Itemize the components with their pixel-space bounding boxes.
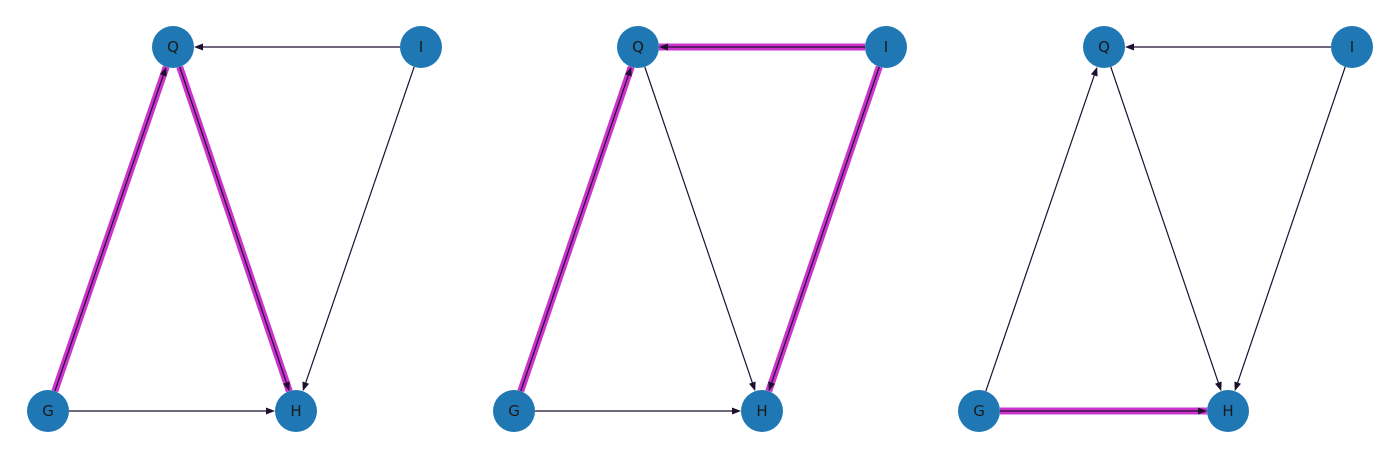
- edge-I-Q: [194, 43, 400, 51]
- node-label: I: [1350, 38, 1354, 56]
- arrowhead: [159, 66, 167, 77]
- arrowhead: [266, 407, 275, 415]
- arrowhead: [749, 381, 756, 392]
- arrowhead: [732, 407, 741, 415]
- arrowhead: [1090, 66, 1098, 77]
- arrowhead: [283, 381, 290, 392]
- node-H: H: [741, 390, 783, 432]
- node-H: H: [1207, 390, 1249, 432]
- node-label: Q: [167, 38, 179, 56]
- edge-line: [520, 74, 630, 392]
- graph-panel-3: Q I G H: [958, 26, 1373, 432]
- node-I: I: [400, 26, 442, 68]
- arrowhead: [1234, 381, 1241, 392]
- node-circle: [1083, 26, 1125, 68]
- edge-G-H: [535, 407, 741, 415]
- edge-line: [770, 66, 880, 384]
- edge-G-Q: [517, 65, 635, 393]
- edge-G-Q: [985, 66, 1098, 392]
- edge-Q-H: [176, 65, 293, 393]
- edge-I-H: [302, 66, 415, 392]
- edge-I-H: [765, 65, 883, 393]
- node-G: G: [493, 390, 535, 432]
- edge-line: [644, 66, 754, 384]
- node-Q: Q: [152, 26, 194, 68]
- edge-line: [1236, 66, 1346, 384]
- edge-G-H: [1000, 407, 1207, 415]
- node-label: G: [42, 402, 54, 420]
- arrowhead: [625, 66, 632, 77]
- node-label: Q: [632, 38, 644, 56]
- arrowhead: [1198, 407, 1207, 415]
- node-G: G: [27, 390, 69, 432]
- node-label: Q: [1098, 38, 1110, 56]
- node-circle: [958, 390, 1000, 432]
- graph-panel-1: Q I G H: [27, 26, 442, 432]
- node-circle: [493, 390, 535, 432]
- node-H: H: [275, 390, 317, 432]
- edge-line: [304, 66, 415, 384]
- node-circle: [400, 26, 442, 68]
- edge-I-H: [1234, 66, 1346, 392]
- node-I: I: [865, 26, 907, 68]
- arrowhead: [1215, 381, 1222, 392]
- edge-Q-H: [1110, 66, 1222, 392]
- node-circle: [865, 26, 907, 68]
- arrowhead: [659, 43, 668, 51]
- node-label: H: [756, 402, 767, 420]
- node-circle: [275, 390, 317, 432]
- node-circle: [1207, 390, 1249, 432]
- node-G: G: [958, 390, 1000, 432]
- node-Q: Q: [1083, 26, 1125, 68]
- node-label: H: [290, 402, 301, 420]
- node-circle: [741, 390, 783, 432]
- node-label: G: [973, 402, 985, 420]
- edge-line: [54, 74, 165, 392]
- edge-Q-H: [644, 66, 756, 392]
- edge-I-Q: [659, 43, 865, 51]
- node-circle: [617, 26, 659, 68]
- edge-G-Q: [51, 65, 170, 393]
- node-label: H: [1222, 402, 1233, 420]
- arrowhead: [1125, 43, 1134, 51]
- node-label: I: [419, 38, 423, 56]
- node-label: G: [508, 402, 520, 420]
- edge-line: [1110, 66, 1220, 384]
- arrowhead: [768, 381, 775, 392]
- edge-I-Q: [1125, 43, 1331, 51]
- node-Q: Q: [617, 26, 659, 68]
- arrowhead: [194, 43, 203, 51]
- node-circle: [152, 26, 194, 68]
- edge-G-H: [69, 407, 275, 415]
- graph-panel-2: Q I G H: [493, 26, 907, 432]
- node-circle: [1331, 26, 1373, 68]
- edge-line: [179, 66, 288, 384]
- node-circle: [27, 390, 69, 432]
- edge-line: [985, 74, 1096, 392]
- arrowhead: [302, 381, 310, 392]
- node-label: I: [884, 38, 888, 56]
- node-I: I: [1331, 26, 1373, 68]
